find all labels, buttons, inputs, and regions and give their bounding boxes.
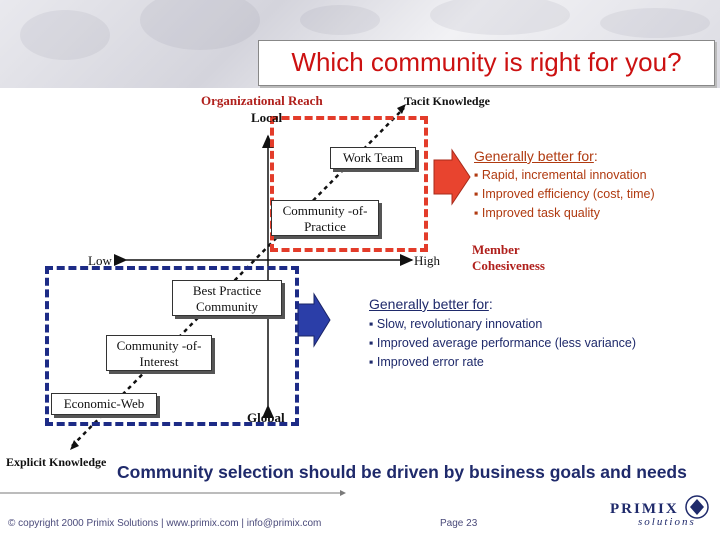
label-low: Low xyxy=(88,253,112,268)
page-number: Page 23 xyxy=(440,518,478,529)
box-community-of-interest: Community -of-Interest xyxy=(106,335,212,371)
logo-word: PRIMIX xyxy=(610,501,679,517)
list-item: ▪ Improved average performance (less var… xyxy=(369,336,637,350)
box-best-practice-community: Best Practice Community xyxy=(172,280,282,316)
note-top-heading: Generally better for: xyxy=(474,148,598,164)
blue-dashed-region xyxy=(45,266,299,426)
slide-title: Which community is right for you? xyxy=(291,47,682,77)
label-explicit-knowledge: Explicit Knowledge xyxy=(6,455,107,469)
box-economic-web: Economic-Web xyxy=(51,393,157,415)
footer-copyright: © copyright 2000 Primix Solutions | www.… xyxy=(8,518,322,529)
logo-mark-icon xyxy=(685,495,709,519)
list-item: ▪ Improved task quality xyxy=(474,206,601,220)
label-member-cohesiveness: Member Cohesiveness xyxy=(472,242,545,273)
list-item: ▪ Rapid, incremental innovation xyxy=(474,168,647,182)
label-organizational-reach: Organizational Reach xyxy=(201,93,323,108)
note-top-list: ▪ Rapid, incremental innovation ▪ Improv… xyxy=(474,166,655,223)
diagonal-arrowhead-top xyxy=(397,104,406,114)
label-tacit-knowledge: Tacit Knowledge xyxy=(404,94,490,108)
title-box: Which community is right for you? xyxy=(258,40,715,86)
label-local: Local xyxy=(251,110,283,125)
label-global: Global xyxy=(247,410,285,425)
logo-sub: solutions xyxy=(638,516,696,528)
list-item: ▪ Improved error rate xyxy=(369,355,484,369)
note-bottom-list: ▪ Slow, revolutionary innovation ▪ Impro… xyxy=(369,315,636,372)
list-item: ▪ Improved efficiency (cost, time) xyxy=(474,187,655,201)
diagonal-arrowhead-bottom xyxy=(70,440,79,450)
red-dashed-region xyxy=(270,116,428,252)
box-community-of-practice: Community -of-Practice xyxy=(271,200,379,236)
box-work-team: Work Team xyxy=(330,147,416,169)
tagline: Community selection should be driven by … xyxy=(117,462,687,482)
label-high: High xyxy=(414,253,440,268)
blue-arrow xyxy=(297,292,331,348)
note-bottom-heading: Generally better for: xyxy=(369,296,493,312)
red-arrow xyxy=(433,148,471,206)
list-item: ▪ Slow, revolutionary innovation xyxy=(369,317,543,331)
primix-logo: PRIMIX solutions xyxy=(608,492,713,532)
